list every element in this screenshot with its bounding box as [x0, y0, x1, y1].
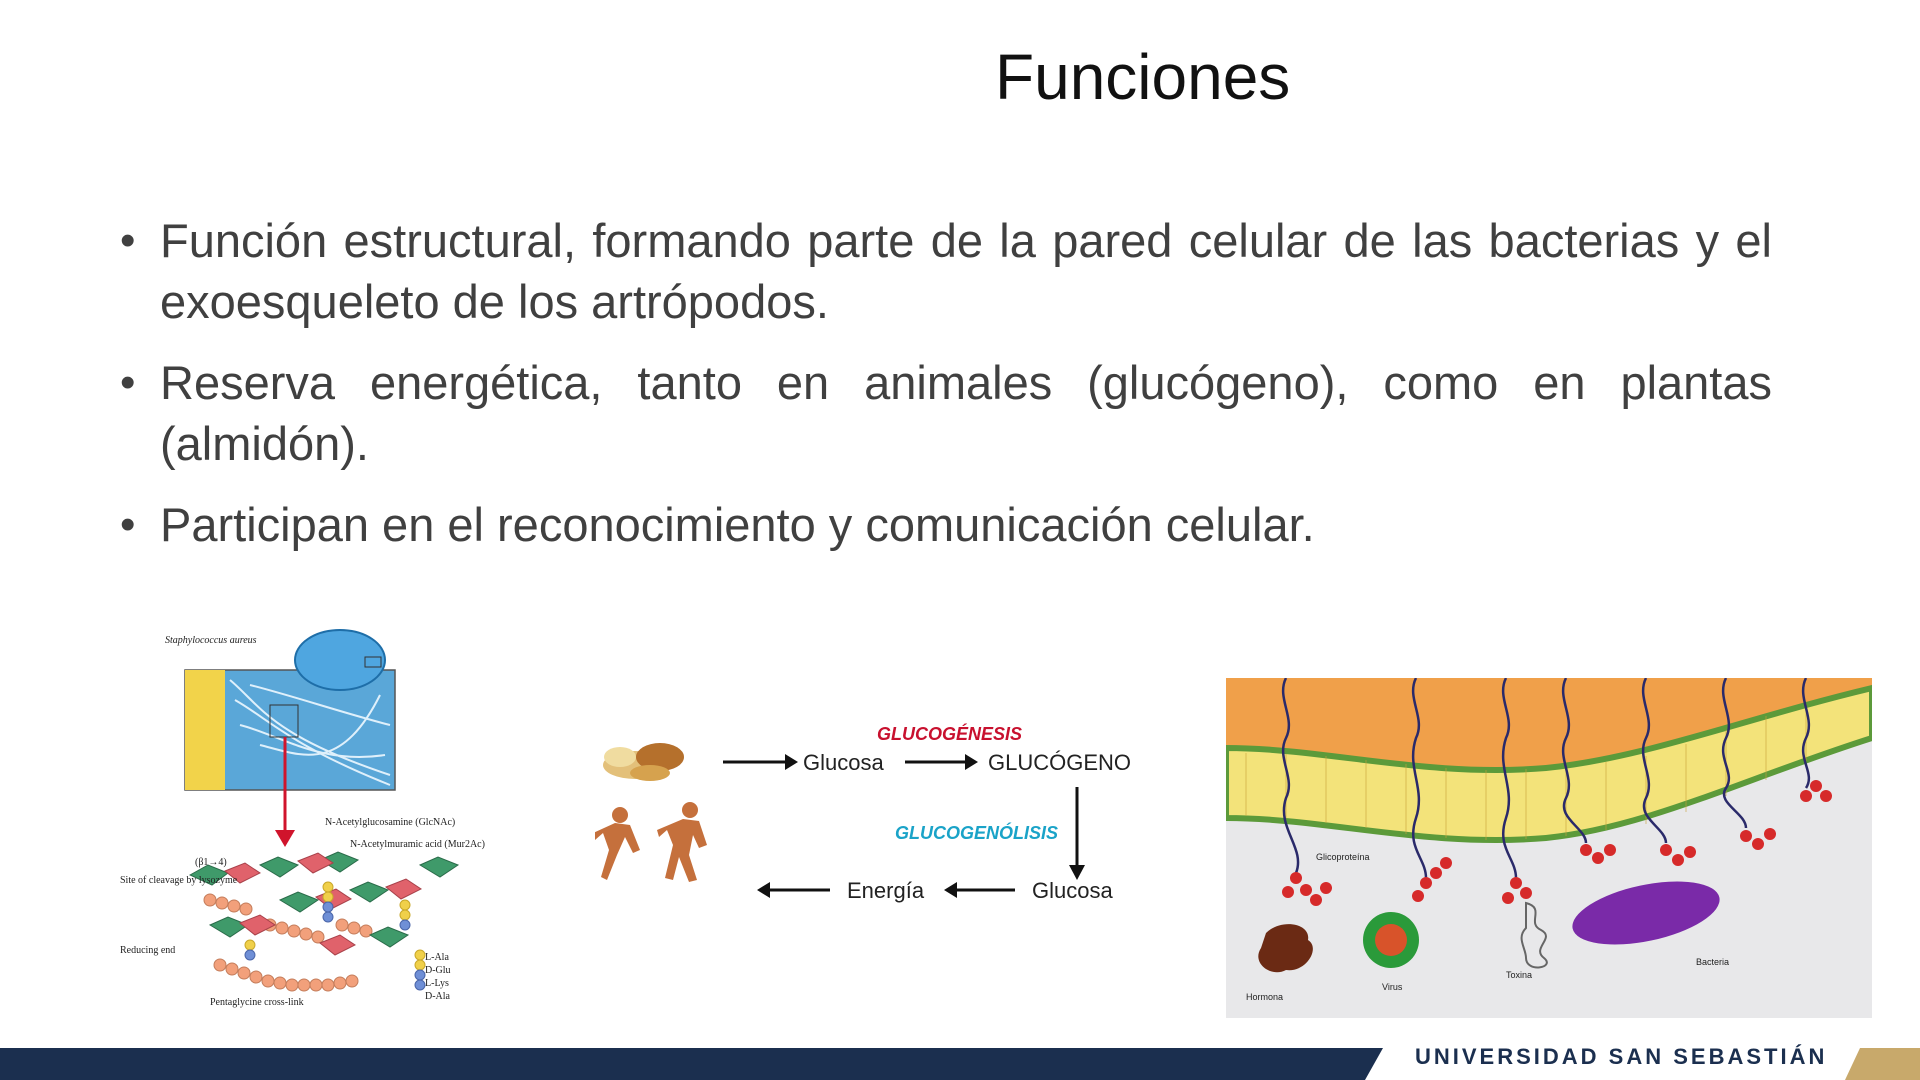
- glucogenesis-label: GLUCOGÉNESIS: [877, 723, 1022, 744]
- bullet-dot: •: [120, 500, 136, 549]
- slide-title: Funciones: [995, 41, 1291, 113]
- glucosa-top-label: Glucosa: [803, 750, 884, 775]
- toxin-label: Toxina: [1506, 970, 1532, 980]
- glucosa-bottom-label: Glucosa: [1032, 878, 1113, 903]
- arrow-icon: [785, 754, 798, 770]
- bullet-text: Participan en el reconocimiento y comuni…: [160, 498, 1315, 551]
- extracellular-region: [1226, 678, 1872, 771]
- bond-label: (β1→4): [195, 857, 227, 868]
- bullet-item: • Función estructural, formando parte de …: [120, 210, 1772, 332]
- bullet-item: • Participan en el reconocimiento y comun…: [120, 494, 1772, 555]
- bullet-dot: •: [120, 358, 136, 407]
- glcnac-label: N-Acetylglucosamine (GlcNAc): [325, 817, 455, 828]
- bacteria-icon: [1572, 881, 1720, 945]
- zoom-box: [364, 656, 382, 668]
- bullet-text: Función estructural, formando parte de l…: [160, 214, 1772, 328]
- footer-wedge: [1365, 1048, 1383, 1080]
- bullet-dot: •: [120, 216, 136, 265]
- arrow-icon: [1069, 865, 1085, 880]
- runners-icon: [595, 802, 707, 882]
- arrow-icon: [757, 882, 770, 898]
- murnac-label: N-Acetylmuramic acid (Mur2Ac): [350, 839, 485, 850]
- pentaglycine-label: Pentaglycine cross-link: [210, 997, 304, 1008]
- bacteria-label: Bacteria: [1696, 957, 1729, 967]
- amino-acid-label: L-Ala: [425, 952, 449, 963]
- arrow-icon: [275, 830, 295, 847]
- glucogenolisis-label: GLUCOGENÓLISIS: [895, 822, 1058, 843]
- membrane-figure: Glicoproteína Hormona Virus Toxina Bacte…: [1226, 678, 1872, 1018]
- organism-label: Staphylococcus aureus: [165, 635, 257, 646]
- toxin-icon: [1520, 901, 1548, 969]
- bullet-item: • Reserva energética, tanto en animales (…: [120, 352, 1772, 474]
- amino-acid-label: L-Lys: [425, 978, 449, 989]
- reducing-end-label: Reducing end: [120, 945, 175, 956]
- glycogen-cycle-figure: GLUCOGÉNESIS Glucosa GLUCÓGENO GLUCOGENÓ…: [595, 723, 1131, 903]
- bullet-list: • Función estructural, formando parte de …: [120, 210, 1772, 575]
- glycoprotein-label: Glicoproteína: [1316, 852, 1370, 862]
- virus-label: Virus: [1382, 982, 1403, 992]
- footer-accent: [1845, 1048, 1920, 1080]
- food-icon: [603, 743, 684, 781]
- amino-acid-label: D-Glu: [425, 965, 451, 976]
- cleavage-label: Site of cleavage by lysozyme: [120, 875, 238, 886]
- amino-acid-label: D-Ala: [425, 991, 451, 1002]
- arrow-icon: [944, 882, 957, 898]
- peptidoglycan-figure: Staphylococcus aureus N-Acetylglucosamin…: [120, 629, 485, 1008]
- hormone-icon: [1258, 924, 1313, 973]
- institution-name: UNIVERSIDAD SAN SEBASTIÁN: [1415, 1044, 1828, 1069]
- energia-label: Energía: [847, 878, 925, 903]
- footer-bar: [0, 1048, 1365, 1080]
- glucogeno-label: GLUCÓGENO: [988, 750, 1131, 775]
- bullet-text: Reserva energética, tanto en animales (g…: [160, 356, 1772, 470]
- lipid-bilayer: [1226, 684, 1872, 844]
- hormone-label: Hormona: [1246, 992, 1283, 1002]
- membrane-layer: [185, 670, 225, 790]
- arrow-icon: [965, 754, 978, 770]
- bacterium-icon: [294, 629, 386, 691]
